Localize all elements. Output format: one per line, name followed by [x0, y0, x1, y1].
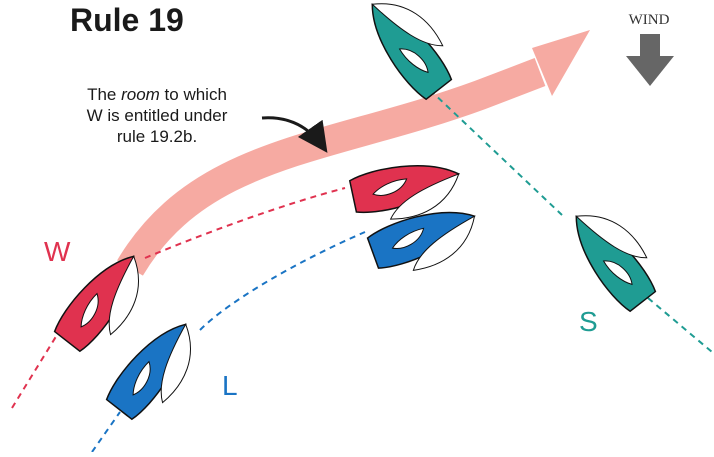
annotation-prefix: The — [87, 85, 122, 104]
annotation-pointer-arrow — [261, 116, 328, 153]
wind-label: WIND — [628, 12, 670, 28]
leeward-boat-start — [105, 323, 191, 421]
windward-track-line — [11, 187, 346, 409]
leeward-boat-mid — [366, 211, 476, 271]
windward-boat-label: W — [44, 236, 71, 267]
page-title: Rule 19 — [70, 2, 184, 38]
windward-boat-mid — [348, 165, 460, 220]
starboard-boat-upper — [371, 3, 453, 101]
room-arrow — [117, 30, 590, 276]
room-annotation: The room to which W is entitled under ru… — [62, 84, 252, 147]
annotation-emphasis: room — [121, 85, 160, 104]
starboard-boat-label: S — [579, 306, 598, 337]
annotation-line2: W is entitled under — [86, 106, 228, 125]
leeward-boat-label: L — [222, 370, 238, 401]
starboard-track-line — [429, 89, 713, 353]
leeward-track-line — [91, 231, 366, 453]
annotation-line3: rule 19.2b. — [116, 127, 198, 146]
windward-boat-start — [53, 255, 139, 353]
down-arrow-icon — [626, 34, 674, 86]
annotation-suffix: to which — [159, 85, 227, 104]
starboard-boat-lower — [575, 215, 657, 313]
